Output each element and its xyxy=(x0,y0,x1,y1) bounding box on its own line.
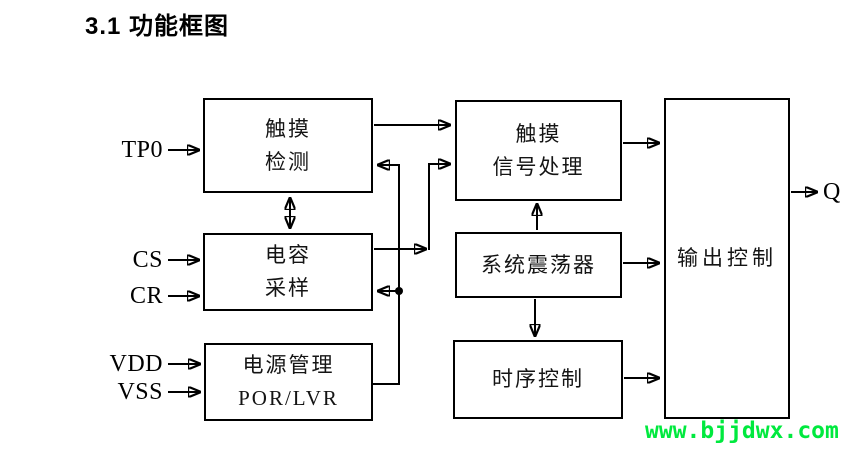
block-power-management-label-line1: 电源管理 xyxy=(242,353,335,377)
pin-label-q: Q xyxy=(823,179,841,205)
wire-power-mgmt-rail xyxy=(373,165,400,385)
arrow-cap-sample-to-signal-proc xyxy=(428,164,450,250)
watermark: www.bjjdwx.com xyxy=(645,418,839,444)
block-capacitance-sampling: 电容 采样 xyxy=(203,233,373,311)
block-capacitance-sampling-label-line2: 采样 xyxy=(265,276,311,300)
pin-label-cr: CR xyxy=(129,283,163,309)
pin-label-tp0: TP0 xyxy=(121,137,163,163)
block-touch-signal-processing-label-line1: 触摸 xyxy=(515,121,562,146)
block-output-control-label: 输出控制 xyxy=(677,246,777,270)
block-power-management: 电源管理 POR/LVR xyxy=(204,343,373,421)
block-output-control: 输出控制 xyxy=(664,98,790,419)
block-touch-detect-label-line2: 检测 xyxy=(265,149,311,174)
block-system-oscillator-label: 系统震荡器 xyxy=(481,252,596,277)
pin-label-cs: CS xyxy=(132,247,163,273)
block-system-oscillator: 系统震荡器 xyxy=(455,232,622,298)
section-title: 3.1 功能框图 xyxy=(85,13,230,40)
block-power-management-label-line2: POR/LVR xyxy=(238,386,339,410)
block-touch-detect-label-line1: 触摸 xyxy=(265,116,311,141)
block-timing-control: 时序控制 xyxy=(453,340,623,419)
block-timing-control-label: 时序控制 xyxy=(492,367,584,391)
block-touch-detect: 触摸 检测 xyxy=(203,98,373,193)
pin-label-vss: VSS xyxy=(117,379,163,405)
block-touch-signal-processing: 触摸 信号处理 xyxy=(455,100,622,201)
junction-dot xyxy=(395,287,403,295)
block-touch-signal-processing-label-line2: 信号处理 xyxy=(492,154,585,179)
pin-label-vdd: VDD xyxy=(109,351,163,377)
block-capacitance-sampling-label-line1: 电容 xyxy=(265,243,311,267)
